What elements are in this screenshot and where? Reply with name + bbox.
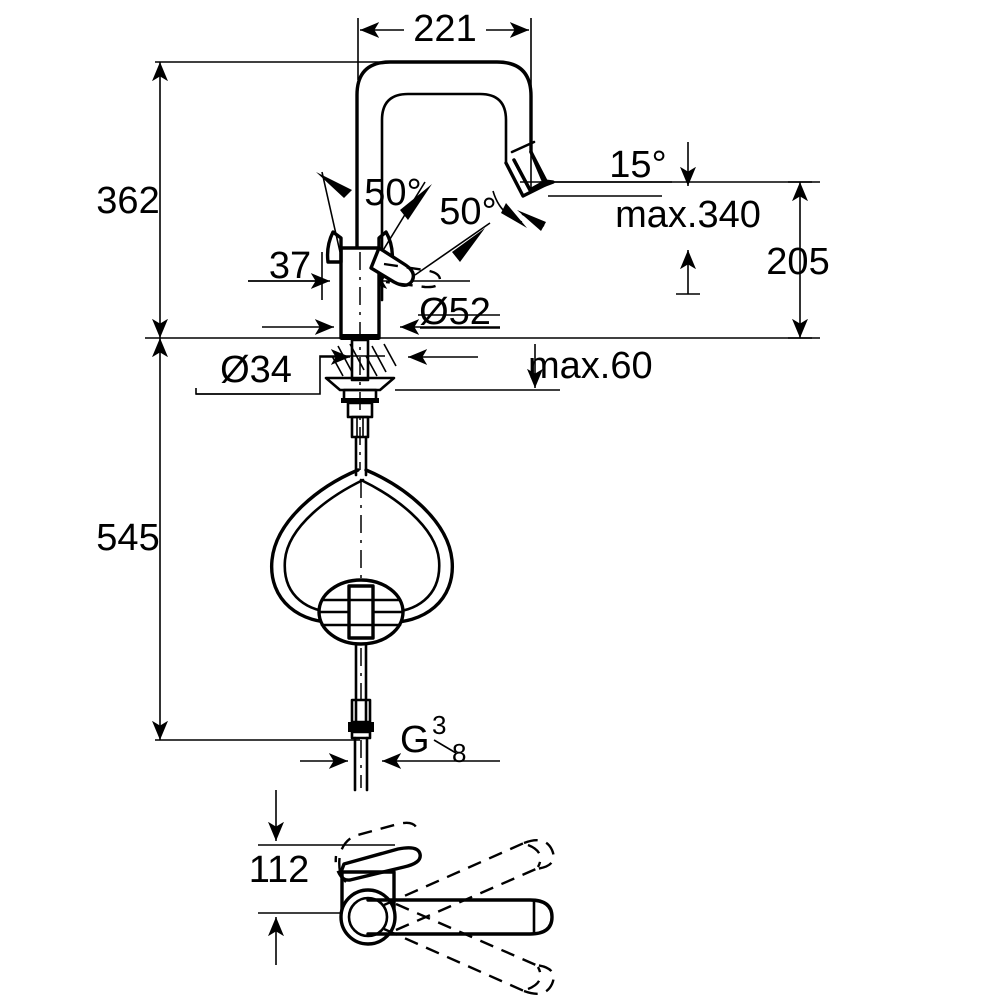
dimension-label-max340: max.340 (615, 194, 761, 236)
mounting-hatch-group (331, 343, 397, 377)
dimension-205: 205 (766, 181, 830, 339)
plan-spout-swing-lower (383, 902, 555, 995)
shank-stub (350, 415, 370, 439)
dimension-112: 112 (249, 790, 310, 965)
angle-50-lower: 50° (414, 191, 497, 276)
spout-outer-contour (355, 60, 533, 332)
dimension-label-g-thread: G (400, 719, 430, 761)
counterweight-center-block (347, 584, 375, 640)
faucet-front-elevation (270, 60, 555, 792)
dimension-362: 362 (96, 62, 168, 338)
plan-spout-swing-upper (383, 839, 555, 932)
under-counter-flange (324, 376, 396, 392)
dimension-d34: Ø34 (220, 349, 478, 391)
dimension-545: 545 (96, 338, 168, 740)
dimension-label-max60: max.60 (528, 345, 653, 387)
plan-lever-handle (339, 846, 422, 882)
dimension-label-545: 545 (96, 517, 159, 559)
dimension-label-d34: Ø34 (220, 349, 292, 391)
dimension-label-205: 205 (766, 241, 829, 283)
mounting-shank (350, 338, 370, 382)
angle-15: 15° (492, 144, 667, 231)
dimension-37: 37 (248, 245, 470, 289)
plan-pivot-inner-circle (347, 896, 389, 938)
handle-collar-left (325, 230, 343, 264)
dimension-label-221: 221 (413, 8, 476, 50)
mounting-nut-band (341, 398, 379, 403)
dimension-label-g-numerator: 3 (432, 710, 446, 740)
dimension-d52: Ø52 (262, 291, 500, 335)
faucet-plan-view (334, 821, 555, 995)
hose-connector-collar (350, 730, 372, 740)
pullout-hose-outer-left (270, 468, 360, 624)
dimension-g38: G 3 8 (300, 710, 500, 769)
spout-inner-contour (380, 92, 508, 302)
pullout-hose-inner-right (359, 478, 441, 614)
hose-connector-nut (348, 722, 374, 732)
body-base-plate (341, 334, 379, 340)
dimension-max340: max.340 (615, 142, 761, 295)
lever-handle-alt-position (383, 262, 442, 289)
angle-label-15: 15° (609, 144, 666, 186)
dimension-max60: max.60 (527, 344, 653, 388)
dimension-label-362: 362 (96, 180, 159, 222)
dimension-label-37: 37 (269, 245, 311, 287)
angle-label-50-lower: 50° (439, 191, 496, 233)
angle-50-upper: 50° (316, 171, 432, 253)
pullout-hose-outer-right (364, 468, 454, 624)
dimension-221: 221 (360, 8, 529, 50)
dimension-label-g-denominator: 8 (452, 738, 466, 768)
dimension-label-112: 112 (249, 849, 310, 891)
spray-head-nozzle (504, 150, 547, 198)
plan-spout-solid (366, 898, 554, 936)
plan-lever-handle-alt (338, 821, 419, 873)
angle-label-50-upper: 50° (364, 172, 421, 214)
witness-lines (145, 18, 820, 914)
pullout-hose-inner-left (283, 478, 365, 614)
spray-head-body (512, 158, 555, 192)
spray-head-joint-line (510, 140, 536, 154)
dimension-label-d52: Ø52 (419, 291, 491, 333)
plan-lever-handle-alt-2 (334, 855, 347, 883)
